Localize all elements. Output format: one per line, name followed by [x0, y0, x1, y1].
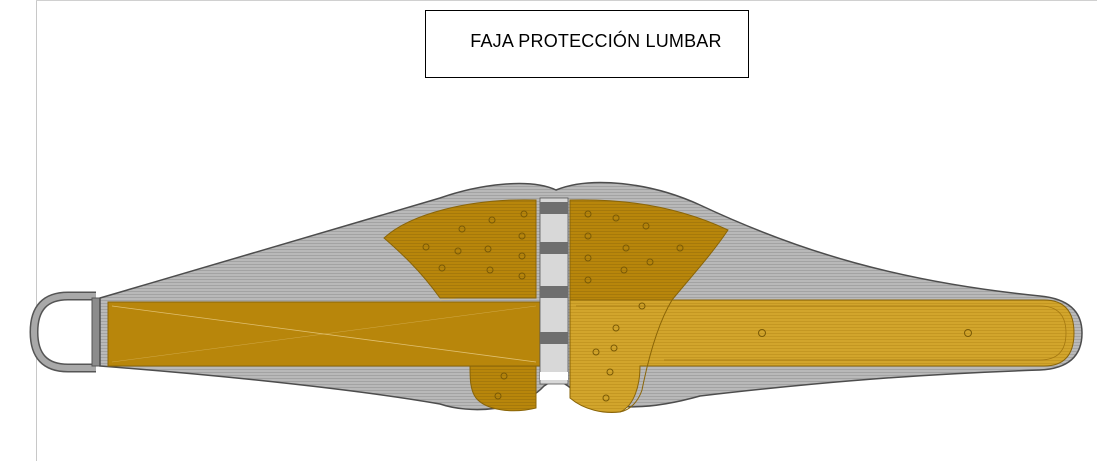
frame-left-border [36, 0, 37, 461]
right-pad-curve-edge [619, 299, 673, 413]
d-ring-buckle-icon [29, 291, 105, 373]
left-lower-pad [469, 365, 537, 412]
frame-top-border [36, 0, 1097, 1]
rivet-holes-icon [422, 210, 972, 402]
right-upper-pad [569, 199, 729, 301]
central-stays [539, 197, 569, 385]
right-strap [569, 299, 1075, 413]
right-strap-inner-stitch [576, 305, 1067, 361]
diagram-title: FAJA PROTECCIÓN LUMBAR [470, 30, 722, 51]
title-box: FAJA PROTECCIÓN LUMBAR [425, 10, 749, 78]
